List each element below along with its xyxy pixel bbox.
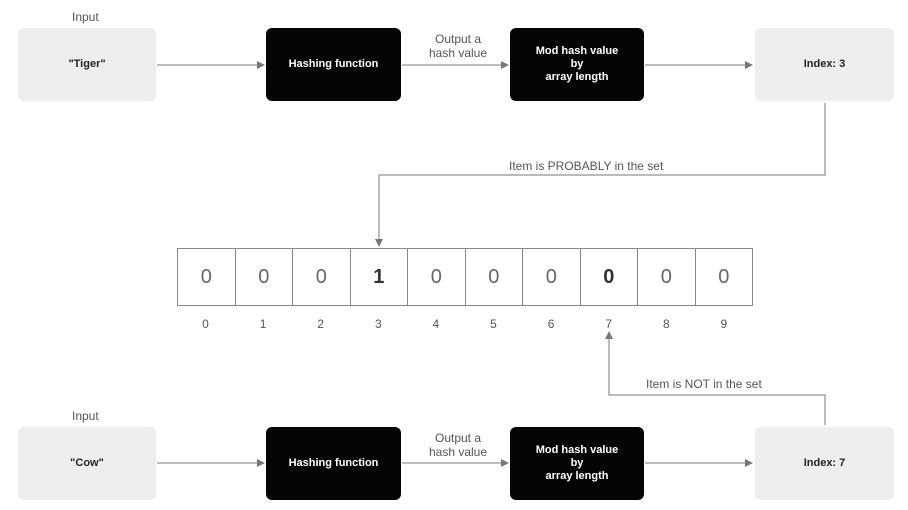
bit-cell-9: 0 (695, 248, 753, 306)
bottom-hashing-function-box: Hashing function (266, 427, 401, 500)
bottom-mod-line2: by (570, 457, 584, 469)
bit-index-label-6: 6 (547, 317, 555, 331)
bit-index-label-7: 7 (605, 317, 613, 331)
bit-cell-4: 0 (408, 248, 466, 306)
bottom-output-label-line1: Output a (434, 431, 482, 445)
bit-index-label-5: 5 (490, 317, 497, 331)
bottom-output-label-line2: hash value (428, 445, 488, 459)
bit-cell-2: 0 (293, 248, 351, 306)
bottom-result-label: Item is NOT in the set (646, 377, 762, 391)
top-result-label: Item is PROBABLY in the set (509, 159, 664, 173)
bit-index-label-3: 3 (374, 317, 382, 331)
bit-cell-8: 0 (638, 248, 696, 306)
bit-index-label-0: 0 (202, 317, 209, 331)
bit-index-label-1: 1 (259, 317, 267, 331)
bit-cell-1: 0 (235, 248, 293, 306)
top-output-label-line2: hash value (428, 46, 488, 60)
bottom-index-result-box: Index: 7 (755, 427, 894, 500)
top-input-box: "Tiger" (18, 28, 156, 101)
top-index-result-box: Index: 3 (755, 28, 894, 101)
bit-cell-7: 0 (580, 248, 638, 306)
arrow-index3-to-bit3 (375, 103, 826, 247)
bottom-input-caption: Input (72, 409, 99, 423)
top-mod-line3: array length (545, 71, 609, 83)
top-input-caption: Input (72, 10, 99, 24)
bottom-mod-line1: Mod hash value (535, 444, 619, 456)
arrow-index7-to-bit7 (605, 331, 826, 425)
bit-cell-3: 1 (350, 248, 408, 306)
bottom-input-box: "Cow" (18, 427, 156, 500)
bit-index-label-8: 8 (662, 317, 670, 331)
top-mod-line1: Mod hash value (535, 45, 619, 57)
bit-cell-6: 0 (523, 248, 581, 306)
top-output-label: Output a hash value (418, 32, 498, 60)
bit-cell-5: 0 (465, 248, 523, 306)
bottom-output-label: Output a hash value (418, 431, 498, 459)
bit-index-label-9: 9 (720, 317, 728, 331)
bottom-mod-line3: array length (545, 470, 609, 482)
top-hashing-function-box: Hashing function (266, 28, 401, 101)
top-mod-box: Mod hash value by array length (510, 28, 644, 101)
bit-cell-0: 0 (177, 248, 236, 306)
top-mod-line2: by (570, 58, 584, 70)
top-output-label-line1: Output a (434, 32, 482, 46)
bit-index-label-2: 2 (317, 317, 325, 331)
bit-index-label-4: 4 (432, 317, 440, 331)
bottom-mod-box: Mod hash value by array length (510, 427, 644, 500)
